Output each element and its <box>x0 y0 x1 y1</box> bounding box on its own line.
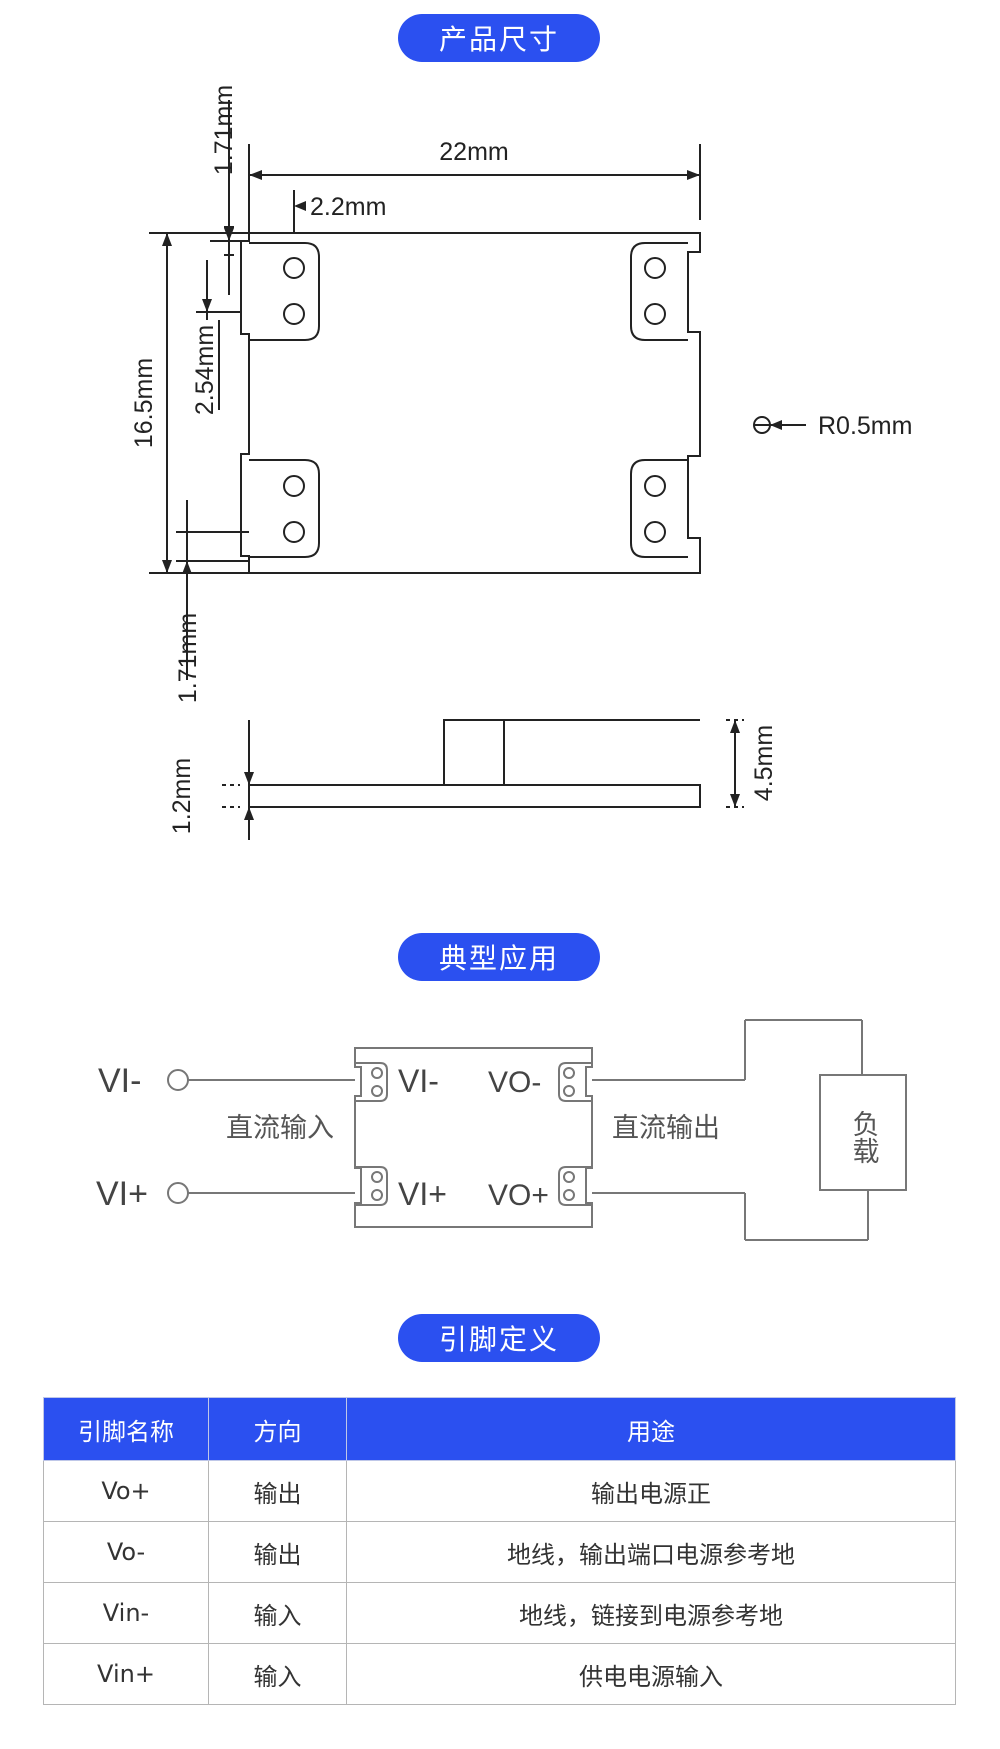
module-vi-plus-label: VI+ <box>398 1176 447 1212</box>
dc-output-label: 直流输出 <box>612 1113 720 1144</box>
module-vi-minus-label: VI- <box>398 1063 439 1099</box>
table-row: Vin- 输入 地线，链接到电源参考地 <box>43 1582 956 1644</box>
vi-minus-terminal <box>167 1069 189 1091</box>
table-header-row: 引脚名称 方向 用途 <box>43 1397 956 1461</box>
dim-bottom-offset-label: 1.71mm <box>174 613 202 703</box>
dim-height-label: 16.5mm <box>130 358 158 448</box>
application-diagram: VI- VI+ VI- VI+ VO- VO+ 直流输入 直流输出 负载 <box>96 1019 907 1241</box>
section-title-application: 典型应用 <box>398 933 600 981</box>
dc-input-label: 直流输入 <box>226 1113 334 1144</box>
module-vo-plus-label: VO+ <box>488 1179 549 1212</box>
table-row: Vo- 输出 地线，输出端口电源参考地 <box>43 1521 956 1583</box>
pin-name-cell: Vo+ <box>43 1460 209 1522</box>
load-label: 负载 <box>848 1110 879 1164</box>
section-title-dimensions: 产品尺寸 <box>398 14 600 62</box>
header-pin-name: 引脚名称 <box>43 1397 209 1461</box>
pad-top-left <box>249 242 320 341</box>
dimension-drawing: 22mm 2.2mm R0.5mm 16.5mm 1.71mm 2.54mm 1… <box>130 85 912 840</box>
dim-radius-label: R0.5mm <box>818 412 912 440</box>
pin-name-cell: Vo- <box>43 1521 209 1583</box>
module-outline <box>240 232 701 574</box>
usage-cell: 地线，链接到电源参考地 <box>346 1582 956 1644</box>
usage-cell: 供电电源输入 <box>346 1643 956 1705</box>
dim-width-label: 22mm <box>439 138 508 166</box>
header-usage: 用途 <box>346 1397 956 1461</box>
pin-name-cell: Vin- <box>43 1582 209 1644</box>
dim-total-height-label: 4.5mm <box>750 725 778 801</box>
side-view-component <box>443 719 505 786</box>
pad-top-right <box>630 242 688 341</box>
vi-plus-terminal <box>167 1182 189 1204</box>
pin-name-cell: Vin+ <box>43 1643 209 1705</box>
pad-bottom-left <box>249 459 320 558</box>
direction-cell: 输入 <box>208 1643 347 1705</box>
direction-cell: 输出 <box>208 1521 347 1583</box>
section-title-pins: 引脚定义 <box>398 1314 600 1362</box>
module-block <box>354 1047 593 1228</box>
side-view-board <box>248 784 701 808</box>
direction-cell: 输入 <box>208 1582 347 1644</box>
dim-board-thickness-label: 1.2mm <box>168 758 196 834</box>
pad-bottom-right <box>630 459 688 558</box>
header-direction: 方向 <box>208 1397 347 1461</box>
dim-pitch-label: 2.54mm <box>191 325 219 415</box>
usage-cell: 输出电源正 <box>346 1460 956 1522</box>
usage-cell: 地线，输出端口电源参考地 <box>346 1521 956 1583</box>
direction-cell: 输出 <box>208 1460 347 1522</box>
dim-top-offset-label: 1.71mm <box>210 85 238 175</box>
table-row: Vin+ 输入 供电电源输入 <box>43 1643 956 1705</box>
table-row: Vo+ 输出 输出电源正 <box>43 1460 956 1522</box>
dim-pad-width-label: 2.2mm <box>310 193 386 221</box>
vi-plus-label: VI+ <box>96 1175 148 1213</box>
pin-definition-table: 引脚名称 方向 用途 Vo+ 输出 输出电源正 Vo- 输出 地线，输出端口电源… <box>43 1397 956 1705</box>
load-box <box>819 1074 907 1191</box>
vi-minus-label: VI- <box>98 1062 141 1100</box>
module-vo-minus-label: VO- <box>488 1066 541 1099</box>
